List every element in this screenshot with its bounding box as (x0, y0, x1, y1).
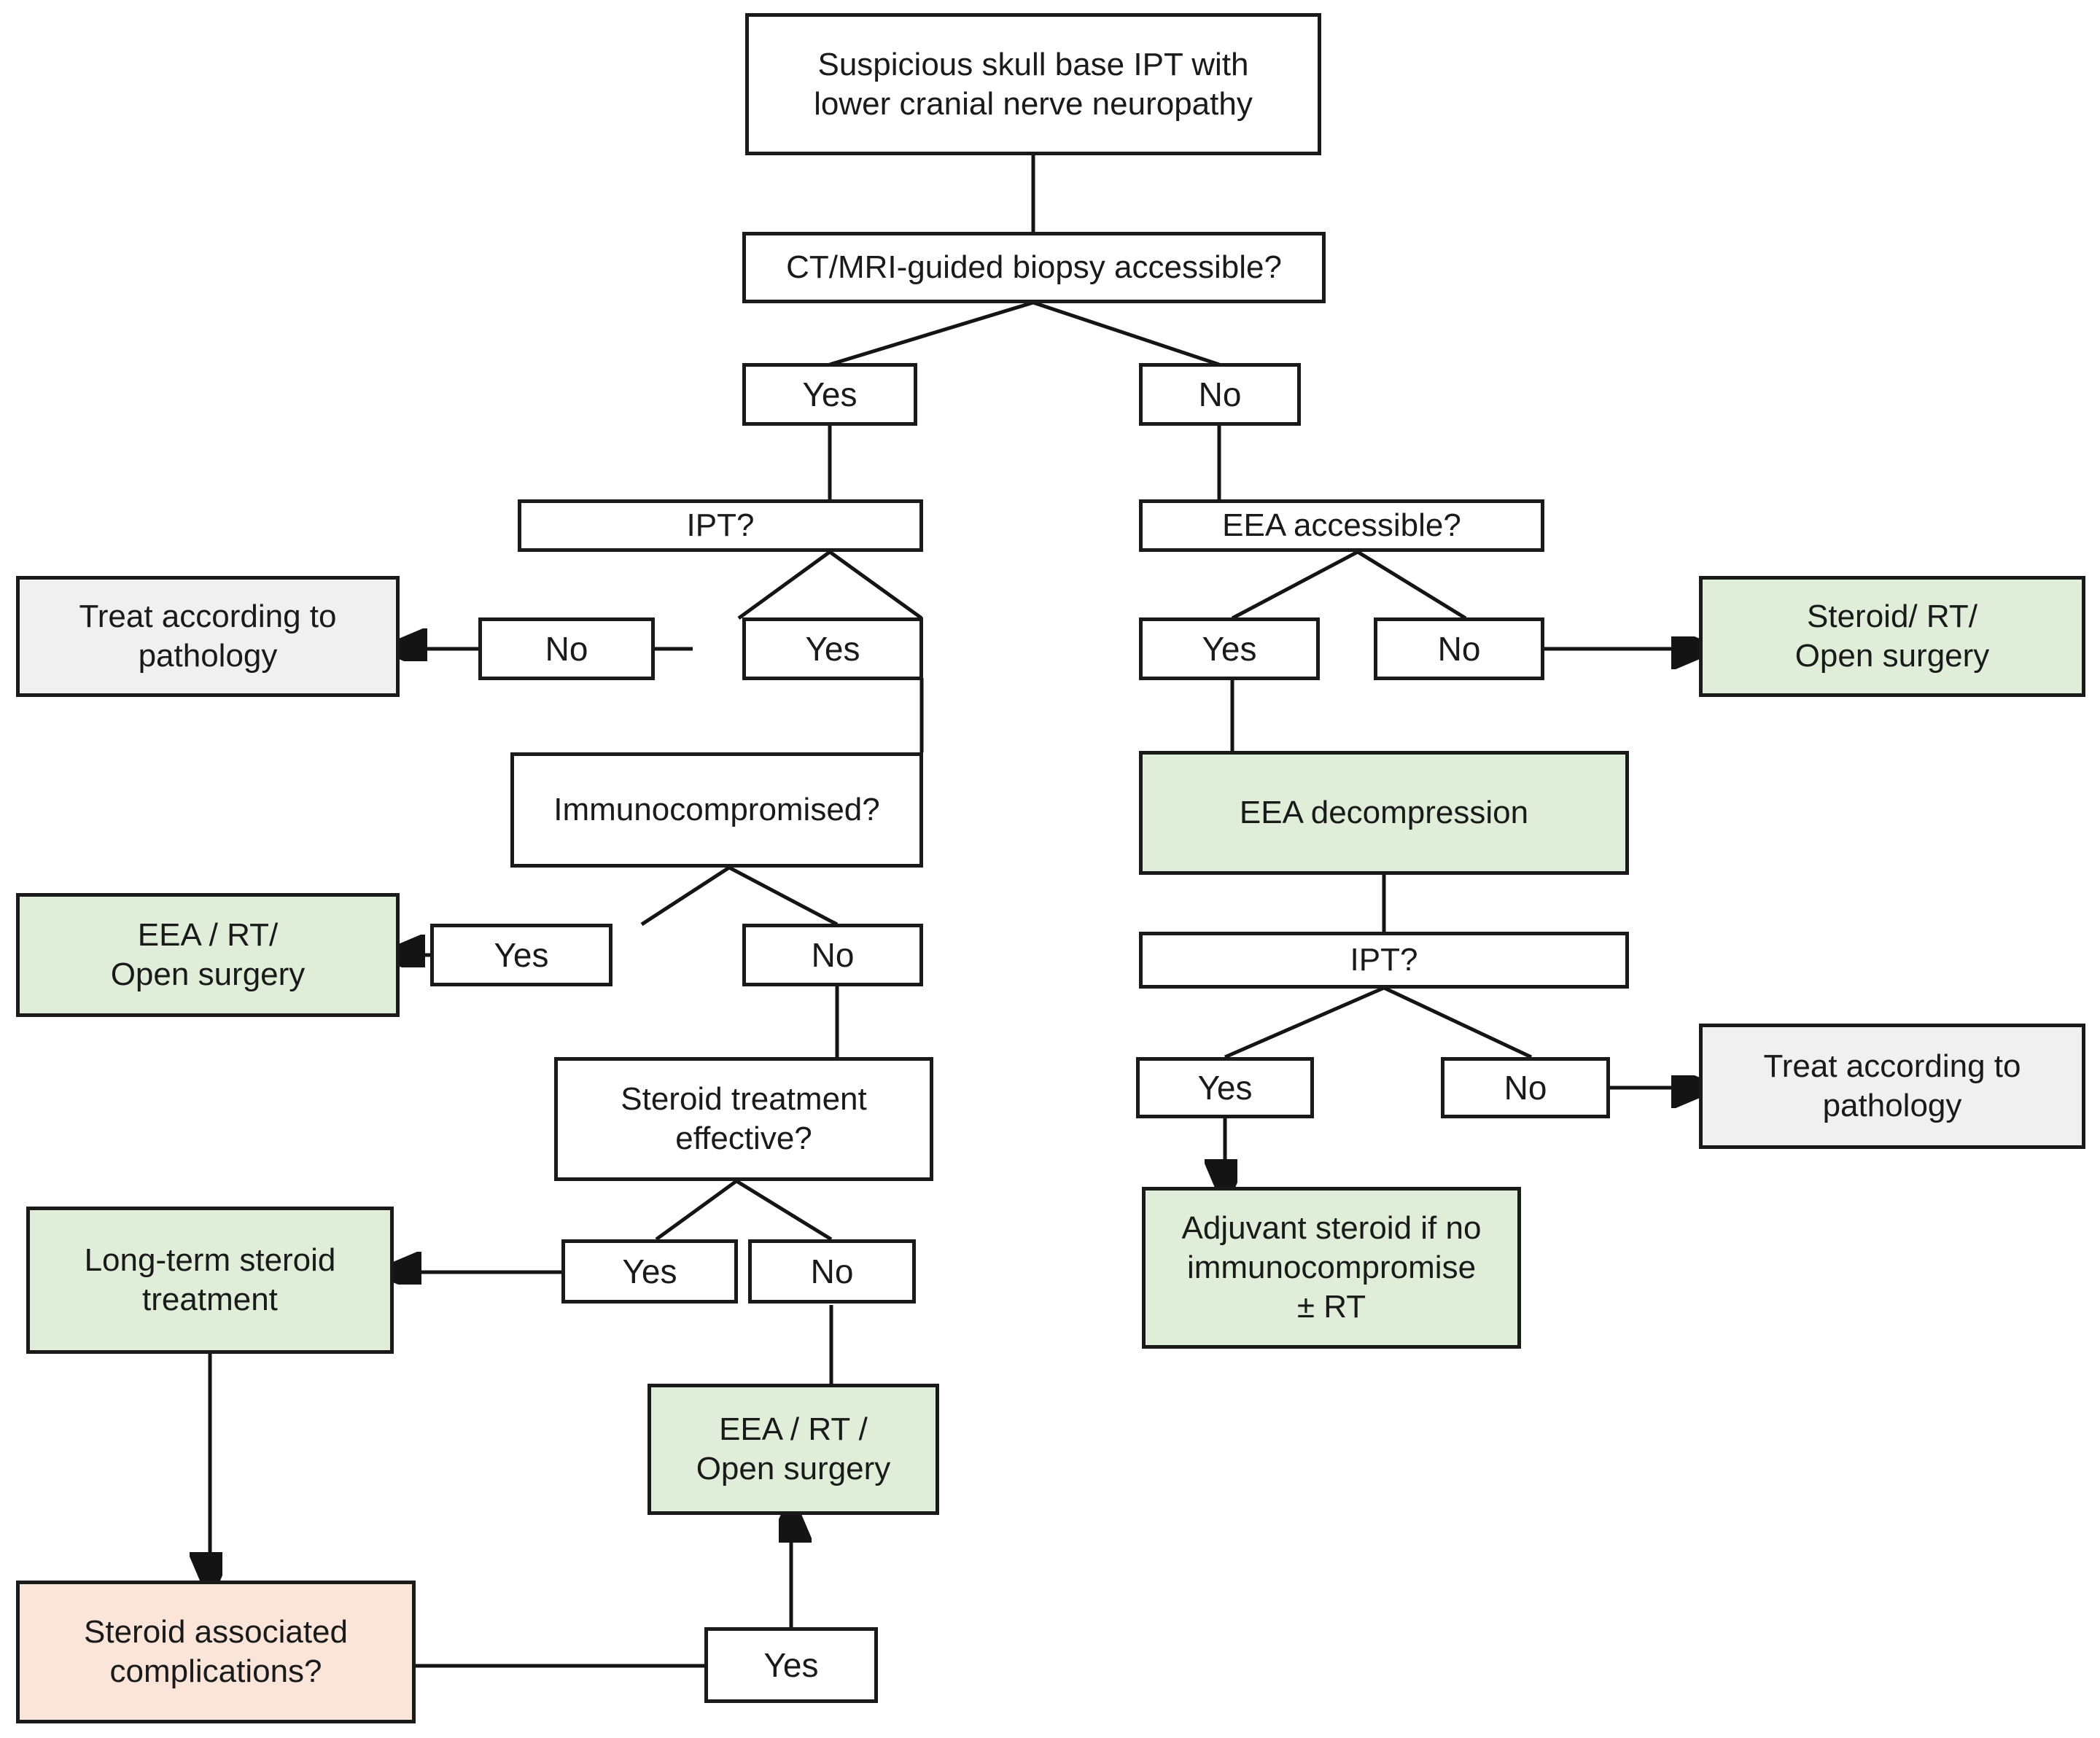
node-immunocompromised-yes[interactable]: Yes (430, 924, 612, 986)
node-steroid-rt-open-surgery[interactable]: Steroid/ RT/ Open surgery (1699, 576, 2085, 697)
node-eea-rt-open-surgery-1[interactable]: EEA / RT/ Open surgery (16, 893, 400, 1017)
edge-ipt-right-to-no (1382, 986, 1533, 1059)
edge-immuno-to-no (728, 865, 839, 927)
node-ipt-right-yes[interactable]: Yes (1136, 1057, 1314, 1118)
edge-biopsy-to-yes (829, 300, 1034, 367)
edge-steroid-eff-to-no (735, 1179, 833, 1242)
edge-ipt-left-to-no (737, 550, 831, 620)
node-immunocompromised-no[interactable]: No (742, 924, 923, 986)
node-ipt-left-no[interactable]: No (478, 617, 655, 680)
node-biopsy-no[interactable]: No (1139, 363, 1301, 426)
node-eea-accessible-question[interactable]: EEA accessible? (1139, 499, 1544, 552)
node-ipt-left-yes[interactable]: Yes (742, 617, 923, 680)
node-steroid-associated-complications-question[interactable]: Steroid associated complications? (16, 1581, 416, 1723)
node-eea-decompression[interactable]: EEA decompression (1139, 751, 1629, 875)
node-immunocompromised-question[interactable]: Immunocompromised? (510, 752, 923, 868)
node-steroid-effective-no[interactable]: No (748, 1239, 916, 1304)
node-ipt-question-right[interactable]: IPT? (1139, 932, 1629, 989)
edge-immuno-to-yes (640, 865, 731, 927)
node-eea-accessible-yes[interactable]: Yes (1139, 617, 1320, 680)
node-ipt-question-left[interactable]: IPT? (518, 499, 923, 552)
edge-eea-access-to-no (1356, 550, 1467, 620)
edge-eea-access-to-yes (1231, 550, 1359, 620)
node-treat-according-to-pathology-left[interactable]: Treat according to pathology (16, 576, 400, 697)
node-steroid-treatment-effective-question[interactable]: Steroid treatment effective? (554, 1057, 933, 1181)
edge-steroid-eff-to-yes (655, 1179, 738, 1242)
node-adjuvant-steroid[interactable]: Adjuvant steroid if no immunocompromise … (1142, 1187, 1521, 1349)
node-eea-rt-open-surgery-2[interactable]: EEA / RT / Open surgery (648, 1384, 939, 1515)
node-steroid-effective-yes[interactable]: Yes (561, 1239, 738, 1304)
node-long-term-steroid-treatment[interactable]: Long-term steroid treatment (26, 1207, 394, 1354)
node-biopsy-question[interactable]: CT/MRI-guided biopsy accessible? (742, 232, 1326, 303)
node-eea-accessible-no[interactable]: No (1374, 617, 1544, 680)
edge-ipt-right-to-yes (1224, 986, 1385, 1059)
edge-ipt-left-to-yes (828, 550, 923, 620)
node-biopsy-yes[interactable]: Yes (742, 363, 917, 426)
node-root[interactable]: Suspicious skull base IPT with lower cra… (745, 13, 1321, 155)
node-complications-yes[interactable]: Yes (704, 1627, 878, 1703)
node-ipt-right-no[interactable]: No (1441, 1057, 1610, 1118)
edge-biopsy-to-no (1032, 300, 1220, 367)
node-treat-according-to-pathology-right[interactable]: Treat according to pathology (1699, 1024, 2085, 1149)
